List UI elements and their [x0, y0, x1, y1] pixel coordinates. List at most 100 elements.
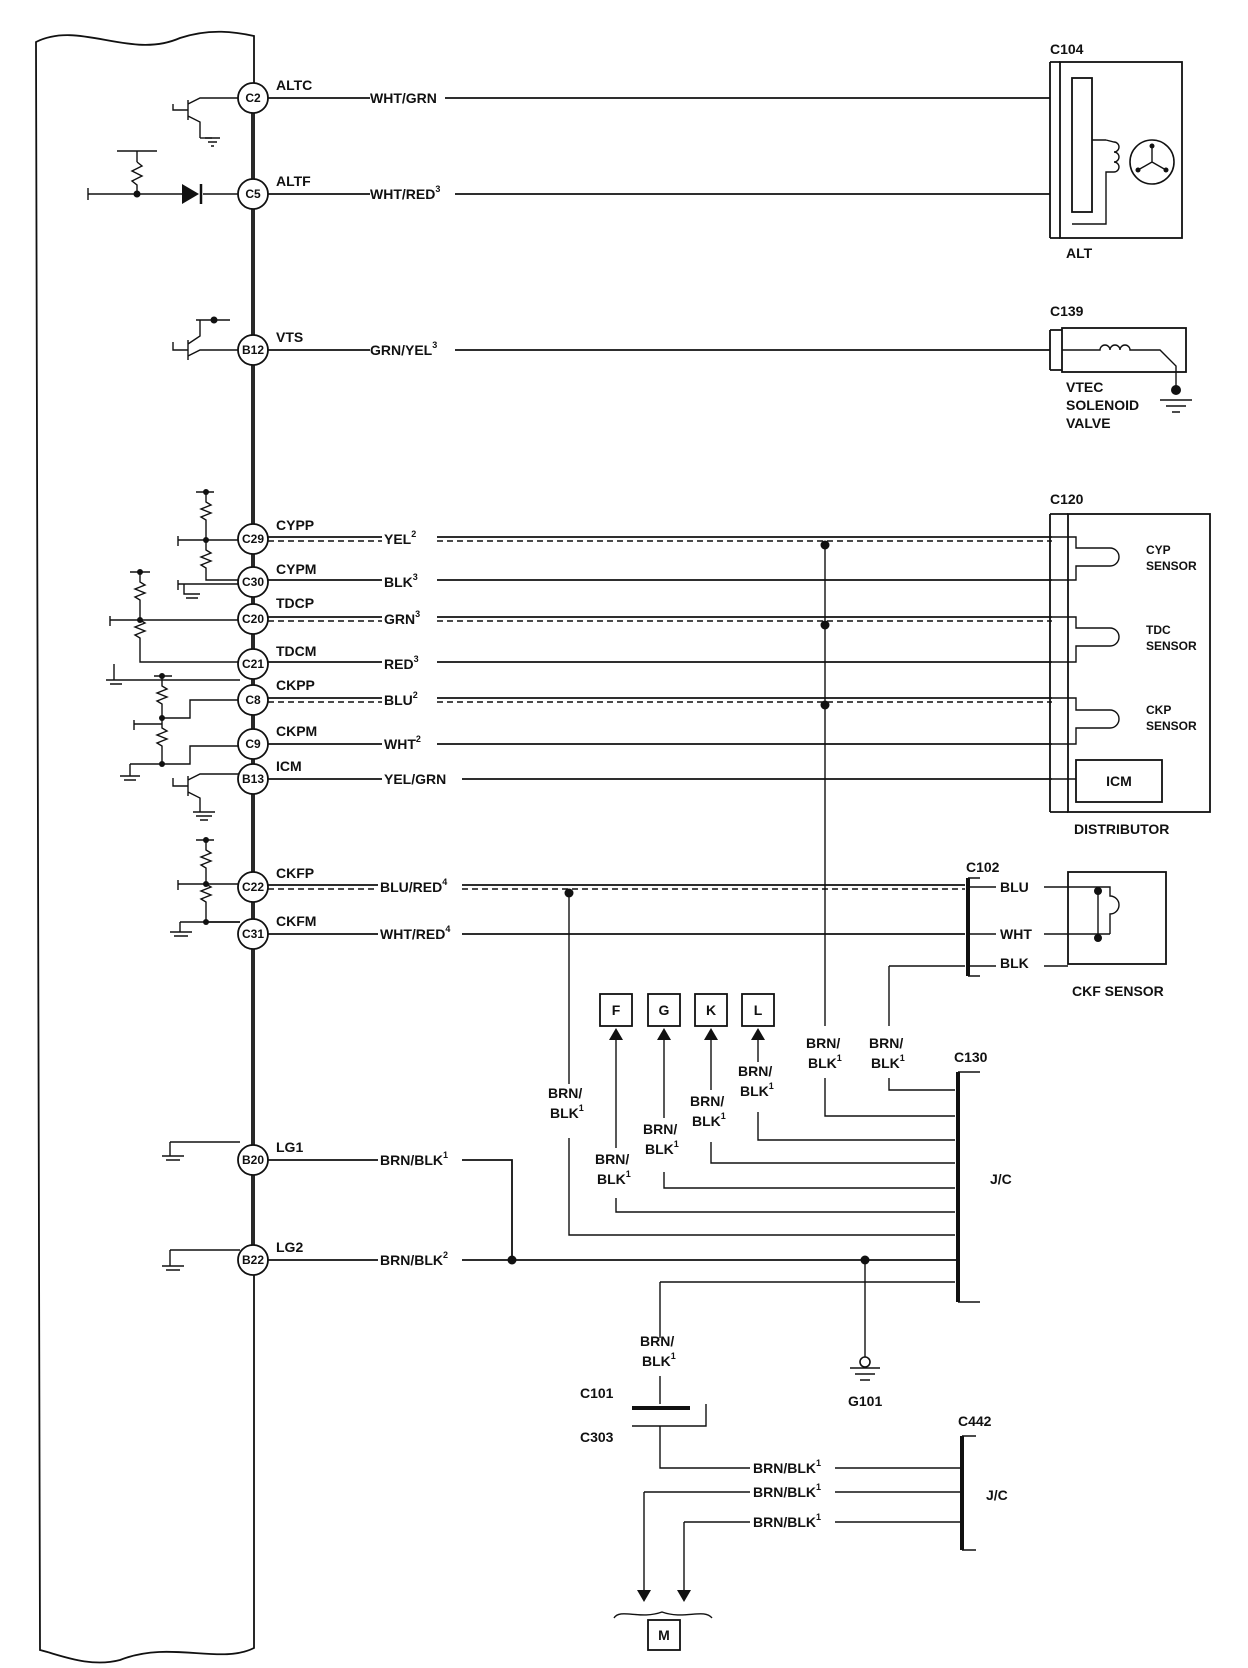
- signal-name: LG2: [276, 1239, 303, 1255]
- wire-color: WHT2: [384, 734, 421, 752]
- junction-connector-c442: C442 J/C: [958, 1413, 1008, 1551]
- wire-color: BLK3: [384, 572, 418, 590]
- svg-text:B12: B12: [242, 343, 264, 357]
- connector-label: C139: [1050, 303, 1084, 319]
- svg-text:L: L: [754, 1002, 763, 1018]
- ckf-sensor-label: CKF SENSOR: [1072, 983, 1164, 999]
- pin-b22: B22: [237, 1244, 269, 1276]
- pin-c2: C2: [237, 82, 269, 114]
- svg-text:C2: C2: [245, 91, 261, 105]
- svg-text:SOLENOID: SOLENOID: [1066, 397, 1139, 413]
- svg-text:CKP: CKP: [1146, 703, 1171, 717]
- vtec-solenoid: C139 VTEC SOLENOID VALVE: [1049, 303, 1192, 431]
- svg-text:BLK1: BLK1: [550, 1103, 584, 1121]
- signal-name: CKPM: [276, 723, 317, 739]
- wire-color: BRN/BLK1: [380, 1150, 448, 1168]
- svg-text:C5: C5: [245, 187, 261, 201]
- alt-label: ALT: [1066, 245, 1093, 261]
- svg-text:C20: C20: [242, 612, 264, 626]
- svg-text:BRN/: BRN/: [640, 1333, 674, 1349]
- wire-color: WHT/RED3: [370, 184, 440, 202]
- svg-text:BRN/: BRN/: [643, 1121, 677, 1137]
- wire-color: GRN3: [384, 609, 420, 627]
- svg-text:BLK1: BLK1: [871, 1053, 905, 1071]
- icm-label: ICM: [1106, 773, 1132, 789]
- wire-color: YEL2: [384, 529, 416, 547]
- svg-text:B20: B20: [242, 1153, 264, 1167]
- pin-c9: C9: [237, 728, 269, 760]
- svg-text:VALVE: VALVE: [1066, 415, 1111, 431]
- wire-color: WHT/RED4: [380, 924, 450, 942]
- svg-text:C29: C29: [242, 532, 264, 546]
- wire-runs: [268, 97, 1052, 1619]
- connector-label: C130: [954, 1049, 988, 1065]
- pin-markers: C2 C5 B12 C29 C30 C20 C21 C8 C9 B13 C22 …: [237, 82, 269, 1276]
- signal-name: ICM: [276, 758, 302, 774]
- svg-text:C8: C8: [245, 693, 261, 707]
- brnblk-labels: BRN/BLK1 BRN/BLK1 BRN/BLK1 BRN/BLK1 BRN/…: [548, 1035, 905, 1369]
- svg-text:BLK: BLK: [1000, 955, 1029, 971]
- wire-color: WHT/GRN: [370, 90, 437, 106]
- svg-text:BRN/: BRN/: [690, 1093, 724, 1109]
- svg-text:B13: B13: [242, 772, 264, 786]
- signal-name: VTS: [276, 329, 303, 345]
- wire-color: GRN/YEL3: [370, 340, 437, 358]
- pin-c30: C30: [237, 566, 269, 598]
- pin-c21: C21: [237, 648, 269, 680]
- wire-color: BRN/BLK2: [380, 1250, 448, 1268]
- svg-text:BRN/: BRN/: [595, 1151, 629, 1167]
- connector-label: C102: [966, 859, 1000, 875]
- jc-label: J/C: [990, 1171, 1012, 1187]
- signal-name: LG1: [276, 1139, 303, 1155]
- svg-text:G: G: [659, 1002, 670, 1018]
- connector-label: C104: [1050, 41, 1084, 57]
- c442-wire-labels: BRN/BLK1 BRN/BLK1 BRN/BLK1: [753, 1458, 821, 1530]
- distributor-label: DISTRIBUTOR: [1074, 821, 1169, 837]
- svg-text:BRN/: BRN/: [548, 1085, 582, 1101]
- wire-color: YEL/GRN: [384, 771, 446, 787]
- pin-b12: B12: [237, 334, 269, 366]
- signal-name: ALTF: [276, 173, 311, 189]
- distributor: C120 CYP SENSOR TDC SENSOR CKP SENSOR IC…: [1049, 491, 1211, 837]
- svg-text:K: K: [706, 1002, 716, 1018]
- pin-c5: C5: [237, 178, 269, 210]
- svg-text:C31: C31: [242, 927, 264, 941]
- svg-text:BLK1: BLK1: [740, 1081, 774, 1099]
- signal-name: CYPM: [276, 561, 316, 577]
- svg-text:F: F: [612, 1002, 621, 1018]
- wire-color: BLU/RED4: [380, 877, 447, 895]
- connector-label: C442: [958, 1413, 992, 1429]
- pin-c31: C31: [237, 918, 269, 950]
- svg-text:BLK1: BLK1: [597, 1169, 631, 1187]
- wire-labels: WHT/GRN WHT/RED3 GRN/YEL3 YEL2 BLK3 GRN3…: [370, 90, 450, 1268]
- svg-text:C30: C30: [242, 575, 264, 589]
- pin-b13: B13: [237, 763, 269, 795]
- svg-text:BLK1: BLK1: [692, 1111, 726, 1129]
- svg-text:BRN/: BRN/: [806, 1035, 840, 1051]
- svg-text:WHT: WHT: [1000, 926, 1032, 942]
- svg-text:C303: C303: [580, 1429, 614, 1445]
- svg-text:BLK1: BLK1: [808, 1053, 842, 1071]
- svg-text:BLU: BLU: [1000, 879, 1029, 895]
- svg-text:C21: C21: [242, 657, 264, 671]
- svg-text:B22: B22: [242, 1253, 264, 1267]
- svg-text:SENSOR: SENSOR: [1146, 719, 1197, 733]
- signal-names: ALTC ALTF VTS CYPP CYPM TDCP TDCM CKPP C…: [276, 77, 317, 1255]
- wire-color: RED3: [384, 654, 419, 672]
- svg-text:BLK1: BLK1: [642, 1351, 676, 1369]
- pin-c8: C8: [237, 684, 269, 716]
- pin-c22: C22: [237, 871, 269, 903]
- g101-label: G101: [848, 1393, 882, 1409]
- svg-text:C101: C101: [580, 1385, 614, 1401]
- pin-c29: C29: [237, 523, 269, 555]
- pin-b20: B20: [237, 1144, 269, 1176]
- pin-c20: C20: [237, 603, 269, 635]
- ckf-sensor: C102 BLU WHT BLK CKF SENSOR: [966, 859, 1167, 999]
- svg-text:C9: C9: [245, 737, 261, 751]
- alternator: C104 ALT: [1049, 41, 1183, 261]
- svg-text:BRN/BLK1: BRN/BLK1: [753, 1458, 821, 1476]
- bias-networks: [106, 489, 240, 1271]
- signal-name: CYPP: [276, 517, 314, 533]
- svg-text:VTEC: VTEC: [1066, 379, 1103, 395]
